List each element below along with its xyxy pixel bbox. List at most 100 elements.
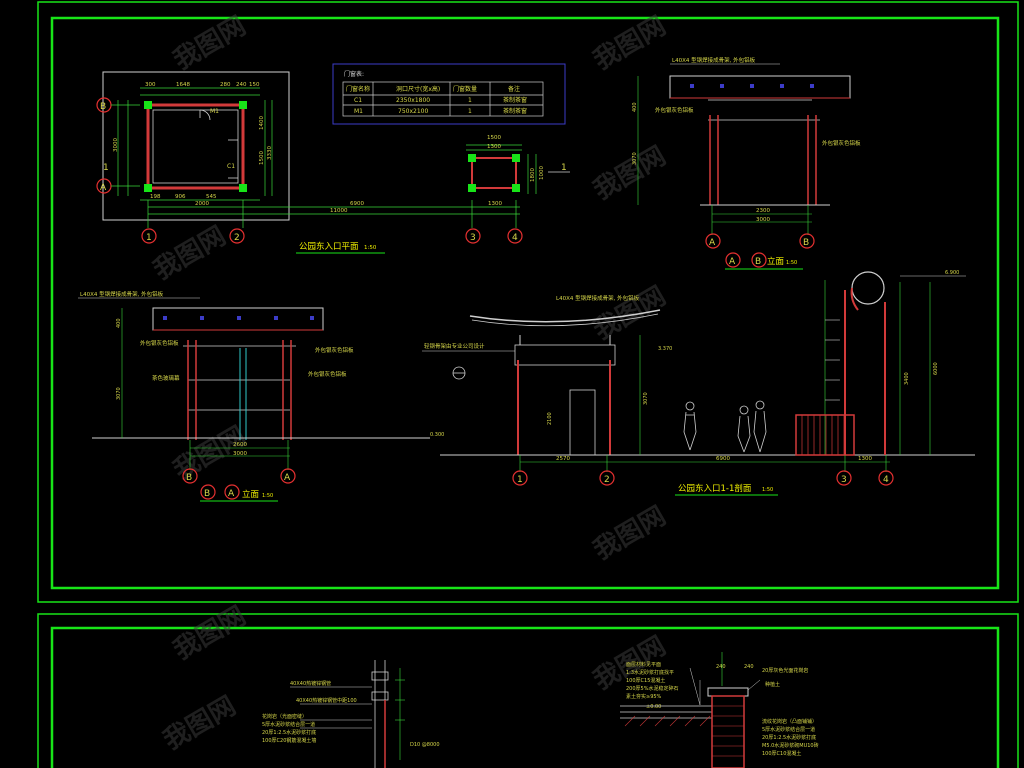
detail-left-label: 40X40热镀锌钢管中距100 <box>296 697 357 704</box>
plan-dim-bottom: 545 <box>206 194 217 200</box>
plan-dim-side: 3000 <box>113 138 119 152</box>
elev-ab-dim: 3000 <box>756 217 770 223</box>
elev-ab-dim: 2300 <box>756 208 770 214</box>
elev-ba-label: 外包银灰色铝板 <box>308 370 347 378</box>
section-label: 轻钢骨架由专业公司设计 <box>424 342 485 350</box>
elev-ba-dim: 3000 <box>233 451 247 457</box>
elev-ba-label: 外包银灰色铝板 <box>315 346 354 354</box>
schedule-cell: C1 <box>354 97 362 104</box>
plan-inner-lines <box>152 109 239 184</box>
plan-dim-top: 300 <box>145 82 156 88</box>
tower <box>824 271 886 455</box>
detail-right-label: 面层材料见平面 <box>626 661 661 668</box>
section-axis: 4 <box>883 475 889 485</box>
plan-boundary <box>102 71 290 221</box>
section-level: 6.900 <box>945 270 959 276</box>
elev-ab-scale: 1:50 <box>786 260 797 266</box>
detail-right-dim: ±0.00 <box>646 704 661 710</box>
detail-right-label: 种植土 <box>765 681 780 688</box>
section-dim: 2100 <box>547 412 553 425</box>
elev-ab-label: 外包银灰色铝板 <box>655 106 694 114</box>
plan-dim-bottom: 198 <box>150 194 161 200</box>
elev-ba-label: 外包银灰色铝板 <box>140 339 179 347</box>
section-dim: 6900 <box>716 456 730 462</box>
watermark: 我图网 <box>149 221 232 286</box>
watermark-group: 我图网 我图网 我图网 我图网 我图网 我图网 我图网 我图网 我图网 我图网 <box>149 11 672 756</box>
section-axis: 3 <box>841 475 847 485</box>
schedule-cell: 1 <box>468 108 472 115</box>
section-mark-left: 1 <box>103 163 109 173</box>
elev-ba-axis: A <box>284 473 291 483</box>
plan-axis-4: 4 <box>507 228 523 244</box>
detail-right-label: 200厚5%水泥稳定碎石 <box>626 685 678 692</box>
schedule-cell: M1 <box>354 108 363 115</box>
elev-ab-label: L40X4 型钢焊接成骨架, 外包铝板 <box>672 56 756 64</box>
watermark: 我图网 <box>589 281 672 346</box>
detail-right-dim: 240 <box>744 664 754 670</box>
svg-text:2: 2 <box>234 233 240 243</box>
plan-axis-2: 2 <box>229 228 245 244</box>
svg-text:4: 4 <box>512 233 518 243</box>
elev-ba-label: L40X4 型钢焊接成骨架, 外包铝板 <box>80 290 164 298</box>
elev-ba-label: 茶色玻璃幕 <box>152 374 180 382</box>
pavilion-dim: 1300 <box>487 144 501 150</box>
elev-ba-dim: 2600 <box>233 442 247 448</box>
elev-ab-label: 外包银灰色铝板 <box>822 139 861 147</box>
elev-ba-dim: 3070 <box>116 387 122 400</box>
elev-ba-title-axis: B <box>204 489 210 499</box>
detail-right: 面层材料见平面 1:3水泥砂浆打底找平 100厚C15混凝土 200厚5%水泥稳… <box>620 652 819 768</box>
pavilion-dim: 1500 <box>487 135 501 141</box>
pavilion-plan: 1500 1300 1800 1000 1 <box>466 135 570 194</box>
window-label-c1: C1 <box>227 163 235 170</box>
watermark: 我图网 <box>589 501 672 566</box>
detail-left-label: 花岗岩（光面密缝） <box>262 713 307 720</box>
section-level: 3.370 <box>658 346 672 352</box>
plan-walls <box>146 103 245 190</box>
plan-dim-side: 1500 <box>259 151 265 165</box>
door-window-schedule: 门窗表: 门窗名称 洞口尺寸(宽x高) 门窗数量 备注 C1 2350x1800… <box>332 63 566 125</box>
detail-right-label: 流纹花岗岩（凸面铺铺） <box>762 718 817 725</box>
drawing-frames <box>37 1 1019 768</box>
plan-axis-b: B <box>96 97 140 113</box>
plan-dim-top: 1648 <box>176 82 190 88</box>
plan-dim-bottom: 906 <box>175 194 186 200</box>
elev-ab-axis: A <box>709 238 716 248</box>
elev-ab-dim: 400 <box>632 102 638 112</box>
detail-right-label: 100厚C10混凝土 <box>762 750 801 757</box>
section-dim: 3400 <box>904 372 910 385</box>
section-title: 公园东入口1-1剖面 <box>678 483 752 494</box>
section-dim: 1300 <box>858 456 872 462</box>
elev-ba-scale: 1:50 <box>262 493 273 499</box>
schedule-cell: 茶制茶窗 <box>503 107 527 115</box>
watermark: 我图网 <box>589 11 672 76</box>
sheet-frame-bottom-outer <box>37 613 1019 768</box>
plan-title-text: 公园东入口平面 <box>299 241 359 252</box>
pavilion-dim: 1800 <box>530 168 536 182</box>
sheet-frame-top-outer <box>37 1 1019 603</box>
svg-text:B: B <box>100 102 106 112</box>
elevation-a-b: L40X4 型钢焊接成骨架, 外包铝板 外包银灰色铝板 外包银灰色铝板 400 … <box>632 56 861 270</box>
schedule-cell: 750x2100 <box>398 108 428 115</box>
plan-dim-top: 240 <box>236 82 247 88</box>
watermark: 我图网 <box>159 691 242 756</box>
plan-title: 公园东入口平面 1:50 <box>296 241 385 254</box>
elev-ab-axis: B <box>803 238 809 248</box>
section-label: L40X4 型钢焊接成骨架, 外包铝板 <box>556 294 640 302</box>
detail-right-dim: 240 <box>716 664 726 670</box>
plan-dim-bottom: 6900 <box>350 201 364 207</box>
plan-dim-top: 150 <box>249 82 260 88</box>
plan-dim-side: 3330 <box>267 146 273 160</box>
elev-ab-title-axis: A <box>729 257 736 267</box>
svg-text:1: 1 <box>146 233 152 243</box>
detail-left-label: 100厚C20钢筋混凝土墙 <box>262 737 316 744</box>
schedule-header: 备注 <box>508 85 520 93</box>
elev-ba-level: 0.300 <box>430 432 444 438</box>
sheet-frame-bottom-inner <box>50 626 1000 768</box>
watermark: 我图网 <box>589 141 672 206</box>
detail-left: 40X40热镀锌钢管 40X40热镀锌钢管中距100 花岗岩（光面密缝） 5厚水… <box>262 660 440 768</box>
svg-text:A: A <box>100 183 107 193</box>
elev-ba-dim: 400 <box>116 318 122 328</box>
schedule-cell: 2350x1800 <box>396 97 430 104</box>
section-1-1: L40X4 型钢焊接成骨架, 外包铝板 轻钢骨架由专业公司设计 3.370 3 0… <box>422 270 975 496</box>
